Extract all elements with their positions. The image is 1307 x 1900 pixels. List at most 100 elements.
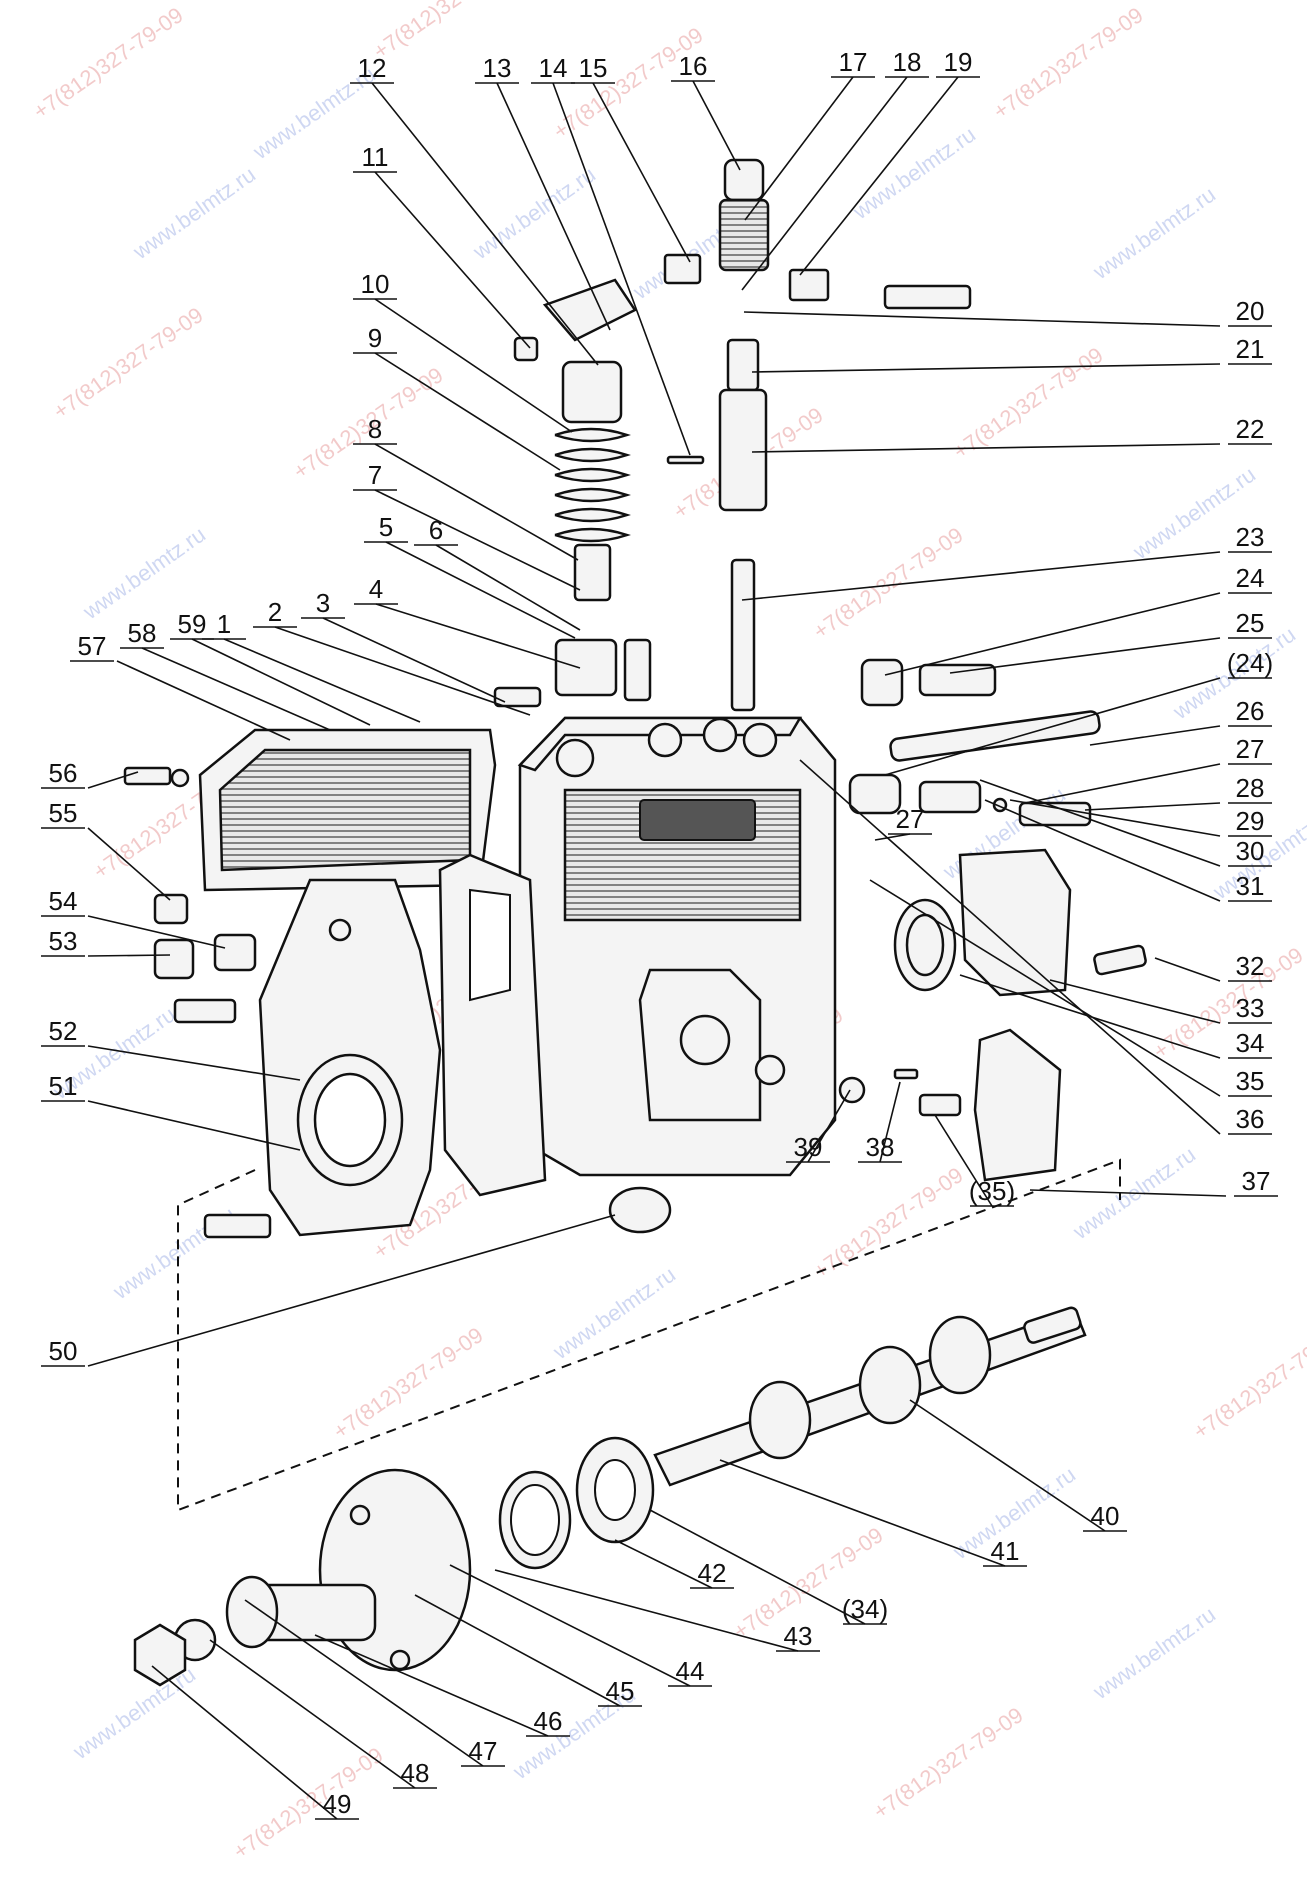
leader-line	[869, 879, 1221, 1097]
fuel-line-fittings	[848, 658, 1101, 827]
leader-line	[1089, 725, 1221, 746]
callout-label: 38	[866, 1132, 895, 1162]
leader-line	[1154, 957, 1221, 982]
plug	[608, 1186, 672, 1234]
callout-label: 25	[1236, 608, 1265, 638]
leader-line	[741, 76, 908, 291]
callout-label: 42	[698, 1558, 727, 1588]
leader-line	[374, 489, 581, 591]
watermark-text: +7(812)327-79-09	[329, 1322, 488, 1444]
leader-line	[87, 915, 226, 949]
callout-label: 46	[534, 1706, 563, 1736]
coupling-flange	[225, 1468, 472, 1672]
leader-line	[385, 541, 576, 639]
callout-label: 53	[49, 926, 78, 956]
callout-label: 47	[469, 1736, 498, 1766]
leader-line	[949, 637, 1221, 674]
leader-line	[874, 833, 911, 841]
leader-line	[374, 352, 561, 471]
leader-line	[649, 1509, 866, 1625]
leader-line	[116, 660, 291, 741]
callout-label: 54	[49, 886, 78, 916]
leader-line	[449, 1564, 691, 1687]
leader-line	[223, 638, 421, 723]
parts	[123, 158, 1147, 1687]
leader-line	[1009, 799, 1221, 837]
callout-label: 27	[1236, 734, 1265, 764]
callout-label: 45	[606, 1676, 635, 1706]
leader-line	[1084, 802, 1221, 811]
callout-label: 12	[358, 53, 387, 83]
callout-label: 31	[1236, 871, 1265, 901]
watermark-text: +7(812)327-79-09	[989, 2, 1148, 124]
leader-line	[744, 76, 854, 221]
left-small-parts	[123, 766, 272, 1239]
callout-label: 30	[1236, 836, 1265, 866]
leader-line	[87, 827, 171, 901]
leader-line	[314, 1634, 549, 1737]
callout-label: 59	[178, 609, 207, 639]
cover-plate	[973, 1028, 1062, 1182]
callout-label: 5	[379, 512, 393, 542]
assembly-dashed-outline	[177, 1158, 1121, 1512]
callout-label: 41	[991, 1536, 1020, 1566]
callout-label: 16	[679, 51, 708, 81]
leader-line	[884, 592, 1221, 676]
leader-line	[414, 1594, 621, 1707]
leader-line	[374, 443, 579, 561]
callout-label: 36	[1236, 1104, 1265, 1134]
watermark-text: +7(812)327-79-09	[869, 1702, 1028, 1824]
callout-label: 40	[1091, 1501, 1120, 1531]
callout-label: 34	[1236, 1028, 1265, 1058]
leader-line	[371, 82, 599, 366]
callout-label: 20	[1236, 296, 1265, 326]
callout-label: 21	[1236, 334, 1265, 364]
watermark-text: +7(812)327-79-09	[29, 2, 188, 124]
callout-label: 3	[316, 588, 330, 618]
leader-line	[879, 1081, 901, 1163]
leader-line	[375, 603, 581, 669]
front-gasket	[438, 853, 547, 1197]
leader-line	[1049, 979, 1221, 1024]
leader-line	[751, 443, 1221, 453]
callout-label: 1	[217, 609, 231, 639]
leader-line	[719, 1459, 1006, 1567]
callout-label: (35)	[969, 1176, 1015, 1206]
callout-label: 2	[268, 597, 282, 627]
bearing-housing	[893, 848, 1147, 997]
leader-line	[741, 551, 1221, 601]
leader-lines	[41, 76, 1278, 1820]
leader-line	[934, 1114, 993, 1207]
leader-line	[884, 677, 1221, 776]
watermark-text: +7(812)327-79-09	[809, 522, 968, 644]
callout-label: 32	[1236, 951, 1265, 981]
callout-label: 7	[368, 460, 382, 490]
callout-label: (34)	[842, 1594, 888, 1624]
callout-label: 19	[944, 47, 973, 77]
callout-label: 26	[1236, 696, 1265, 726]
callout-label: 37	[1242, 1166, 1271, 1196]
watermark-text: www.belmtz.ru	[1088, 1602, 1220, 1705]
leader-line	[87, 771, 139, 789]
callout-label: 44	[676, 1656, 705, 1686]
leader-line	[374, 171, 531, 349]
leader-line	[191, 638, 371, 726]
callout-label: 18	[893, 47, 922, 77]
callout-label: 8	[368, 414, 382, 444]
callout-label: 28	[1236, 773, 1265, 803]
leader-line	[274, 626, 531, 716]
leader-line	[552, 82, 691, 456]
callout-label: 17	[839, 47, 868, 77]
leader-line	[151, 1665, 338, 1820]
watermark-text: www.belmtz.ru	[468, 162, 600, 265]
leader-line	[87, 1045, 301, 1081]
callout-label: 58	[128, 618, 157, 648]
leader-line	[435, 544, 581, 631]
leader-line	[799, 759, 1221, 1135]
leader-line	[141, 647, 331, 731]
callout-label: 43	[784, 1621, 813, 1651]
leader-line	[244, 1599, 484, 1767]
leader-line	[614, 1539, 713, 1589]
